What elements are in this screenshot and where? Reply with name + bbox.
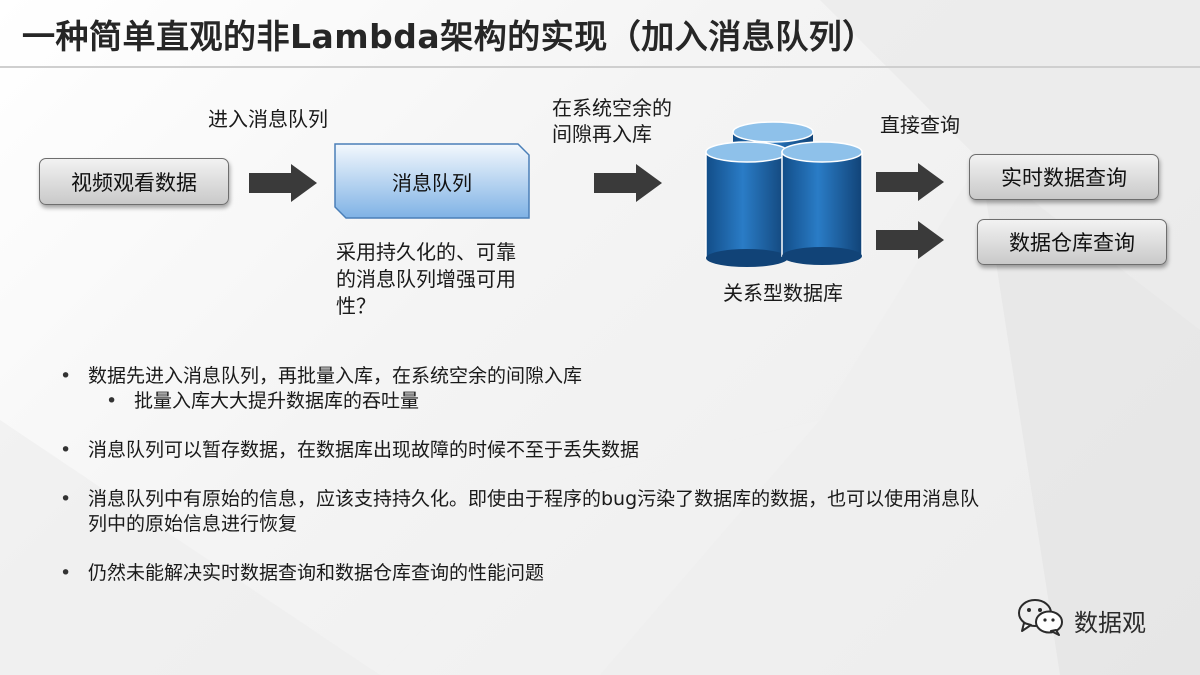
bullet-list: 数据先进入消息队列，再批量入库，在系统空余的间隙入库 批量入库大大提升数据库的吞… <box>60 364 1170 586</box>
enter-queue-label: 进入消息队列 <box>208 107 328 131</box>
warehouse-query-label: 数据仓库查询 <box>1009 231 1135 255</box>
idle-label: 在系统空余的 间隙再入库 <box>552 95 672 147</box>
arrow-right-icon <box>876 221 944 259</box>
arrow-right-icon <box>594 164 662 202</box>
idle-label-line-1: 在系统空余的 <box>552 96 672 120</box>
queue-note-line-3: 性？ <box>336 294 376 318</box>
bullet-item: 仍然未能解决实时数据查询和数据仓库查询的性能问题 <box>60 561 1170 586</box>
queue-note: 采用持久化的、可靠 的消息队列增强可用 性？ <box>336 239 516 320</box>
arrow-right-icon <box>876 163 944 201</box>
source-box: 视频观看数据 <box>39 158 229 205</box>
direct-query-label: 直接查询 <box>880 113 960 137</box>
bullet-item: 数据先进入消息队列，再批量入库，在系统空余的间隙入库 <box>60 364 1170 389</box>
bullet-item: 消息队列中有原始的信息，应该支持持久化。即使由于程序的bug污染了数据库的数据，… <box>60 487 1170 537</box>
database-icon <box>700 118 870 272</box>
wechat-icon <box>1016 597 1066 643</box>
watermark: 数据观 <box>1016 597 1146 643</box>
queue-note-line-1: 采用持久化的、可靠 <box>336 240 516 264</box>
realtime-query-box: 实时数据查询 <box>969 154 1159 200</box>
page-title: 一种简单直观的非Lambda架构的实现（加入消息队列） <box>22 17 876 56</box>
arrow-right-icon <box>249 164 317 202</box>
warehouse-query-box: 数据仓库查询 <box>977 219 1167 265</box>
bullet-item: 消息队列可以暂存数据，在数据库出现故障的时候不至于丢失数据 <box>60 438 1170 463</box>
queue-box-label: 消息队列 <box>392 170 472 195</box>
queue-box: 消息队列 <box>334 143 530 219</box>
idle-label-line-2: 间隙再入库 <box>552 122 652 146</box>
db-label: 关系型数据库 <box>723 281 843 305</box>
bullet-item-sub: 批量入库大大提升数据库的吞吐量 <box>106 389 1170 414</box>
title-divider <box>0 66 1200 68</box>
source-box-label: 视频观看数据 <box>71 170 197 195</box>
realtime-query-label: 实时数据查询 <box>1001 166 1127 190</box>
queue-note-line-2: 的消息队列增强可用 <box>336 267 516 291</box>
watermark-text: 数据观 <box>1074 608 1146 637</box>
